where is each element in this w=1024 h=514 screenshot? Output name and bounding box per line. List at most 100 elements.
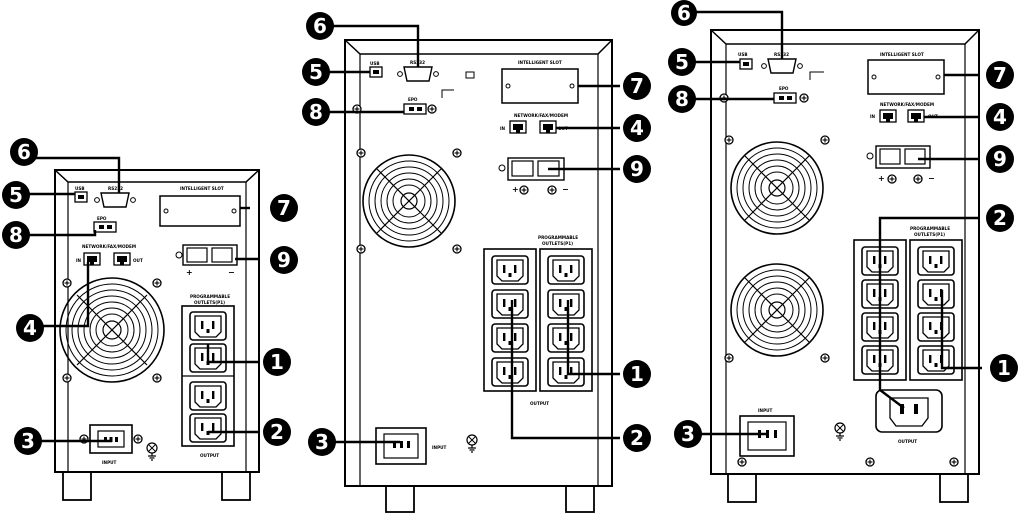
- callout-7-small: 7: [270, 194, 298, 222]
- callout-8-small: 8: [2, 221, 30, 249]
- callout-5-text: 5: [675, 50, 689, 74]
- callout-3-large: 3: [674, 420, 702, 448]
- callout-3-text: 3: [21, 429, 35, 453]
- callout-9-text: 9: [993, 147, 1007, 171]
- callout-6-text: 6: [17, 140, 31, 164]
- callout-3-small: 3: [14, 427, 42, 455]
- callout-6-small: 6: [10, 138, 38, 166]
- callout-1-large: 1: [990, 354, 1018, 382]
- programmable-label-2: OUTLETS(P1): [194, 300, 225, 305]
- callout-4-text: 4: [630, 116, 644, 140]
- output-label: OUTPUT: [530, 401, 549, 406]
- callout-4-medium: 4: [623, 114, 651, 142]
- callout-1-small: 1: [263, 348, 291, 376]
- callout-4-text: 4: [993, 105, 1007, 129]
- usb-label: USB: [370, 61, 380, 66]
- net-out-label: OUT: [133, 258, 143, 263]
- callout-7-text: 7: [277, 196, 291, 220]
- callout-2-medium: 2: [623, 424, 651, 452]
- callout-7-text: 7: [993, 63, 1007, 87]
- battery-minus-label: −: [928, 174, 935, 183]
- intelligent-slot: [501, 68, 579, 104]
- outlet-2: [189, 413, 227, 443]
- network-out-port: [113, 252, 131, 266]
- outlet-programmable-3: [547, 323, 585, 353]
- rs232-port: [100, 192, 130, 208]
- outlet-programmable-1: [917, 246, 955, 276]
- rs232-label: RS232: [108, 186, 123, 191]
- callout-9-medium: 9: [623, 155, 651, 183]
- intelligent-slot-label: INTELLIGENT SLOT: [180, 186, 224, 191]
- outlet-programmable-3: [917, 312, 955, 342]
- net-in-label: IN: [500, 126, 506, 131]
- net-in-label: IN: [76, 258, 82, 263]
- callout-3-medium: 3: [308, 428, 336, 456]
- outlet-3: [491, 323, 529, 353]
- foot-left: [727, 469, 757, 503]
- outlet-programmable-4: [547, 357, 585, 387]
- callout-2-text: 2: [270, 420, 284, 444]
- epo-port: [403, 103, 427, 115]
- outlet-4: [491, 357, 529, 387]
- network-label: NETWORK/FAX/MODEM: [880, 102, 934, 107]
- network-label: NETWORK/FAX/MODEM: [514, 113, 568, 118]
- ups-unit-large: USB RS232 EPO INTELLIGENT SLOT NETWORK/F…: [710, 29, 980, 503]
- programmable-label: PROGRAMMABLE: [538, 235, 578, 240]
- foot-left: [62, 469, 92, 501]
- output-label: OUTPUT: [898, 439, 917, 444]
- battery-minus-label: −: [228, 268, 235, 277]
- callout-6-text: 6: [677, 1, 691, 25]
- network-out-port: [539, 120, 557, 134]
- usb-label: USB: [75, 186, 85, 191]
- callout-2-text: 2: [630, 426, 644, 450]
- programmable-label-2: OUTLETS(P1): [542, 241, 573, 246]
- outlet-1: [189, 381, 227, 411]
- input-label: INPUT: [432, 445, 447, 450]
- callout-9-text: 9: [630, 157, 644, 181]
- callout-8-text: 8: [675, 87, 689, 111]
- ups-unit-small: USB RS232 EPO INTELLIGENT SLOT NETWORK/F…: [54, 169, 260, 501]
- callout-3-text: 3: [315, 430, 329, 454]
- cooling-fan: [356, 148, 462, 254]
- outlet-programmable-2: [547, 289, 585, 319]
- callout-8-text: 8: [9, 223, 23, 247]
- callout-1-text: 1: [630, 362, 644, 386]
- callout-5-medium: 5: [302, 58, 330, 86]
- callout-6-text: 6: [313, 14, 327, 38]
- callout-4-small: 4: [16, 314, 44, 342]
- outlet-programmable-2: [917, 279, 955, 309]
- foot-right: [939, 469, 969, 503]
- battery-minus-label: −: [562, 185, 569, 194]
- foot-right: [565, 483, 595, 513]
- battery-plus-label: +: [878, 174, 885, 183]
- callout-1-medium: 1: [623, 360, 651, 388]
- epo-label: EPO: [779, 86, 789, 91]
- intelligent-slot: [159, 195, 241, 227]
- outlet-programmable-1: [189, 311, 227, 341]
- callout-1-text: 1: [270, 350, 284, 374]
- programmable-label: PROGRAMMABLE: [910, 226, 950, 231]
- foot-right: [221, 469, 251, 501]
- battery-plus-label: +: [186, 268, 193, 277]
- foot-left: [385, 483, 415, 513]
- network-in-port: [83, 252, 101, 266]
- programmable-label: PROGRAMMABLE: [190, 294, 230, 299]
- input-label: INPUT: [758, 408, 773, 413]
- callout-badges: 6 5 8 7 9 4 1 2 3 6 5 8 7 4 9 1 2 3 6 5 …: [2, 0, 1018, 456]
- callout-7-large: 7: [986, 61, 1014, 89]
- rs232-port: [767, 58, 797, 74]
- outlet-programmable-4: [917, 345, 955, 375]
- callout-8-medium: 8: [302, 98, 330, 126]
- network-out-port: [907, 109, 925, 123]
- cooling-fan-lower: [724, 263, 830, 363]
- epo-port: [773, 92, 797, 104]
- callout-2-small: 2: [263, 418, 291, 446]
- epo-label: EPO: [97, 216, 107, 221]
- cooling-fan-upper: [724, 135, 830, 235]
- callout-1-text: 1: [997, 356, 1011, 380]
- callout-5-text: 5: [309, 60, 323, 84]
- callout-9-large: 9: [986, 145, 1014, 173]
- callout-8-text: 8: [309, 100, 323, 124]
- outlet-2: [491, 289, 529, 319]
